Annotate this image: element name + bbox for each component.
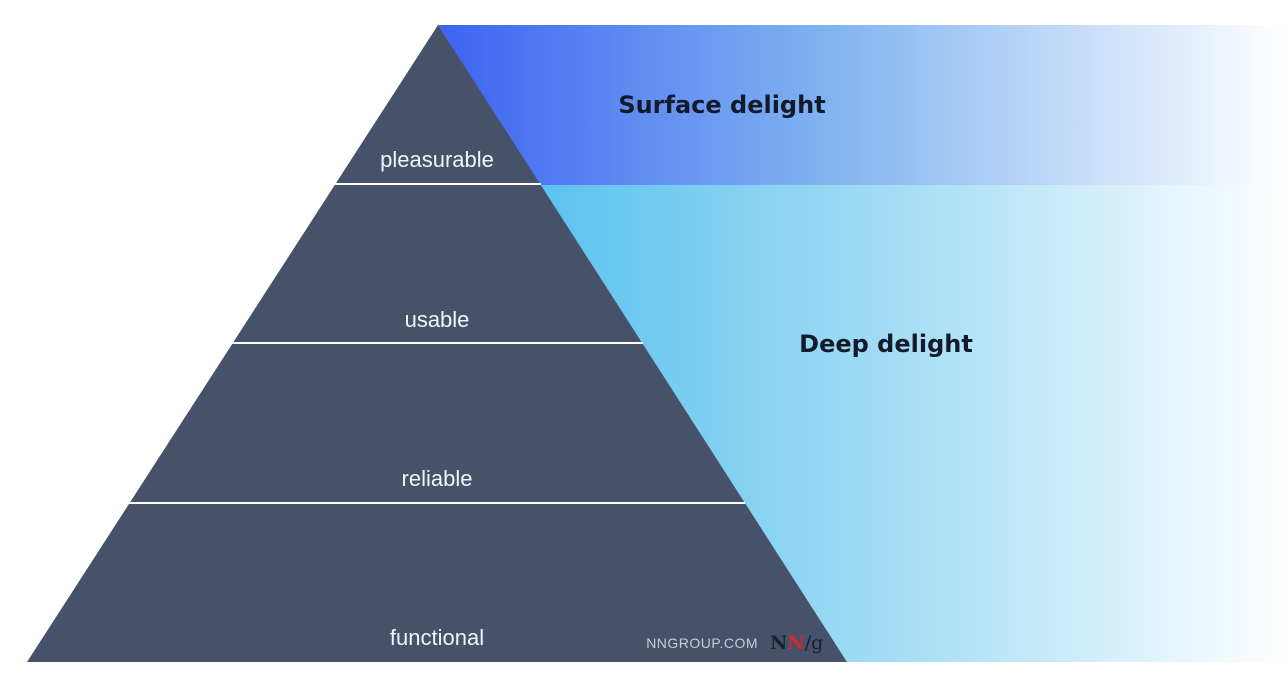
surface-delight-band — [438, 25, 1288, 185]
logo-letter: N — [787, 632, 804, 654]
logo-letter: /g — [805, 632, 824, 654]
tier-label-reliable: reliable — [402, 466, 473, 491]
deep-delight-band — [540, 185, 1288, 662]
tier-label-usable: usable — [405, 307, 470, 332]
logo-letter: N — [770, 632, 787, 654]
nng-logo: NN/g — [770, 632, 823, 654]
watermark-site: NNGROUP.COM — [646, 635, 758, 651]
tier-label-functional: functional — [390, 625, 484, 650]
deep-delight-label: Deep delight — [799, 330, 973, 358]
surface-delight-label: Surface delight — [618, 91, 825, 119]
tier-label-pleasurable: pleasurable — [380, 147, 494, 172]
